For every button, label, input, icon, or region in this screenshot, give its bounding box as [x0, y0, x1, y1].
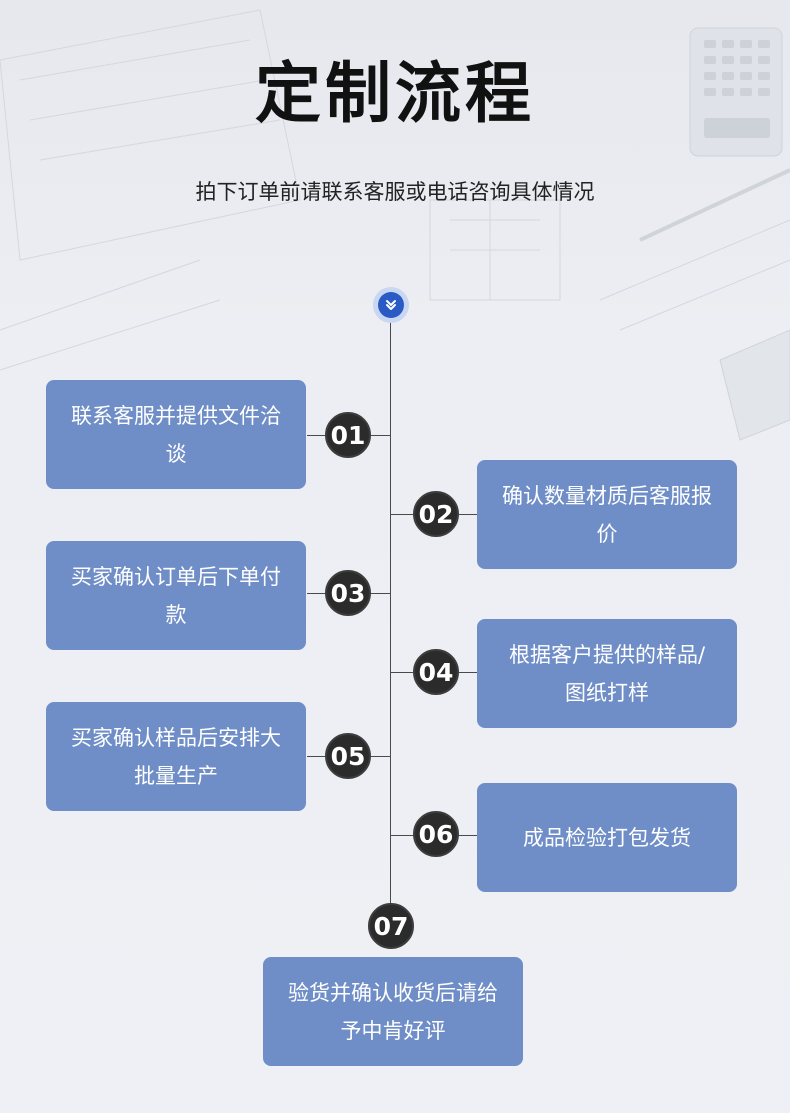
step-text: 确认数量材质后客服报价 — [502, 483, 712, 546]
step-number: 01 — [325, 412, 371, 458]
step-text: 联系客服并提供文件洽谈 — [71, 403, 281, 466]
step-box: 买家确认订单后下单付款 — [46, 541, 306, 650]
timeline-line — [390, 318, 391, 918]
step-number: 06 — [413, 811, 459, 857]
step-box: 买家确认样品后安排大批量生产 — [46, 702, 306, 811]
page-subtitle: 拍下订单前请联系客服或电话咨询具体情况 — [195, 180, 595, 204]
step-text: 买家确认订单后下单付款 — [71, 564, 281, 627]
step-box: 确认数量材质后客服报价 — [477, 460, 737, 569]
step-number: 05 — [325, 733, 371, 779]
step-box: 根据客户提供的样品/图纸打样 — [477, 619, 737, 728]
timeline-start-badge — [373, 287, 409, 323]
double-chevron-down-icon — [378, 292, 404, 318]
step-number: 03 — [325, 570, 371, 616]
step-box: 成品检验打包发货 — [477, 783, 737, 892]
step-text: 验货并确认收货后请给予中肯好评 — [288, 980, 498, 1043]
step-number: 04 — [413, 649, 459, 695]
step-number: 02 — [413, 491, 459, 537]
step-box: 联系客服并提供文件洽谈 — [46, 380, 306, 489]
step-box: 验货并确认收货后请给予中肯好评 — [263, 957, 523, 1066]
page-title: 定制流程 — [255, 55, 535, 132]
step-number: 07 — [368, 903, 414, 949]
step-text: 买家确认样品后安排大批量生产 — [71, 725, 281, 788]
step-text: 成品检验打包发货 — [523, 825, 691, 850]
step-text: 根据客户提供的样品/图纸打样 — [508, 642, 706, 705]
